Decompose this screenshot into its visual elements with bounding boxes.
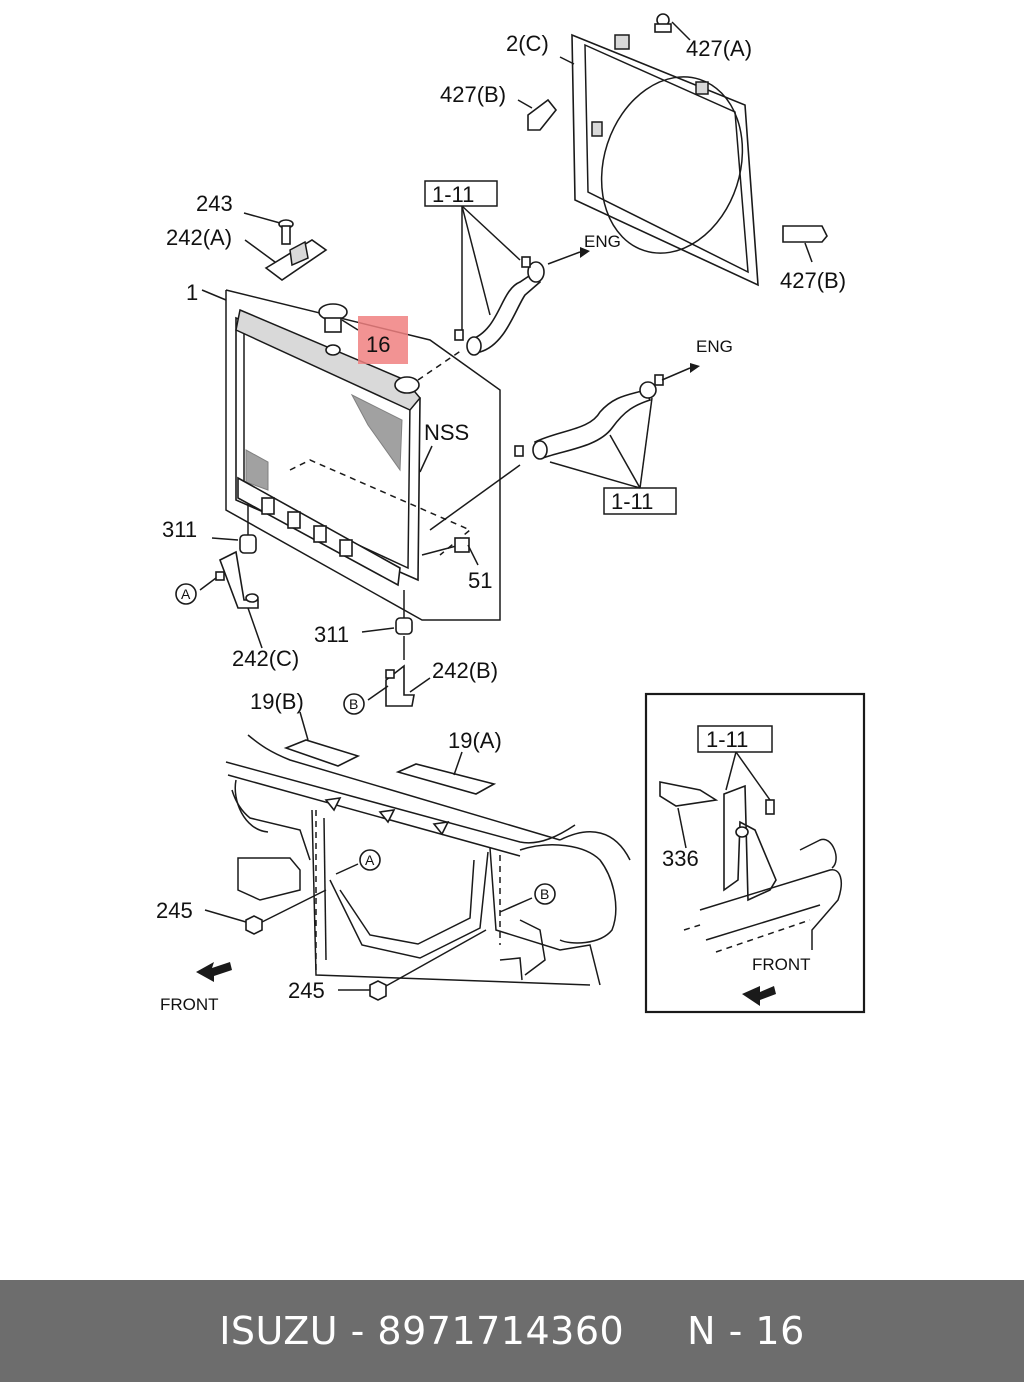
svg-text:B: B bbox=[540, 886, 549, 902]
bracket-242a-icon bbox=[244, 239, 328, 281]
label-427b-top: 427(B) bbox=[440, 82, 506, 107]
part-16-highlight[interactable] bbox=[358, 316, 408, 364]
label-311-lower: 311 bbox=[314, 622, 349, 647]
callout-1-11-mid[interactable]: 1-11 bbox=[611, 489, 653, 514]
label-245-bottom: 245 bbox=[288, 978, 325, 1003]
svg-text:B: B bbox=[349, 696, 358, 712]
bolt-245-left-icon bbox=[204, 889, 327, 935]
bracket-242b-icon bbox=[367, 664, 431, 707]
clip-427b-top-icon bbox=[517, 98, 558, 131]
svg-text:A: A bbox=[181, 586, 191, 602]
footer-gap bbox=[624, 1309, 687, 1353]
label-eng-mid: ENG bbox=[696, 337, 733, 356]
label-336: 336 bbox=[662, 846, 699, 871]
label-427b-right: 427(B) bbox=[780, 268, 846, 293]
label-242b: 242(B) bbox=[432, 658, 498, 683]
mount-311-left-icon bbox=[211, 504, 257, 554]
label-242c: 242(C) bbox=[232, 646, 299, 671]
label-19a: 19(A) bbox=[448, 728, 502, 753]
label-2c: 2(C) bbox=[506, 31, 549, 56]
footer-part-number: 8971714360 bbox=[377, 1309, 625, 1353]
clip-427b-right-icon bbox=[782, 225, 828, 263]
label-427a: 427(A) bbox=[686, 36, 752, 61]
upper-hose bbox=[454, 247, 590, 356]
footer-brand: ISUZU bbox=[219, 1309, 339, 1353]
label-51: 51 bbox=[468, 568, 492, 593]
label-245-left: 245 bbox=[156, 898, 193, 923]
radiator-fins bbox=[245, 393, 403, 491]
callout-1-11-top[interactable]: 1-11 bbox=[432, 182, 474, 207]
circle-b-upper: B bbox=[343, 693, 365, 715]
label-eng-top: ENG bbox=[584, 232, 621, 251]
label-311-left: 311 bbox=[162, 517, 197, 542]
pad-19b bbox=[283, 739, 361, 767]
label-front-left: FRONT bbox=[160, 995, 219, 1014]
label-front-inset: FRONT bbox=[752, 955, 811, 974]
circle-a-upper: A bbox=[175, 583, 197, 605]
front-arrow-left-icon bbox=[196, 962, 232, 982]
bracket-242c-icon bbox=[199, 550, 263, 649]
pad-19a bbox=[395, 763, 497, 795]
front-panel-structure bbox=[225, 734, 631, 986]
lower-hose bbox=[514, 363, 700, 460]
front-arrow-inset-icon bbox=[742, 986, 776, 1006]
circle-b-lower: B bbox=[534, 883, 556, 905]
radiator-assembly bbox=[201, 289, 521, 621]
parts-diagram: 2(C) 427(A) 427(B) 427(B) 243 242(A) 1-1… bbox=[156, 13, 866, 1014]
radiator-cap-icon bbox=[318, 303, 359, 356]
label-16[interactable]: 16 bbox=[366, 332, 390, 357]
label-nss: NSS bbox=[424, 420, 469, 445]
inset-detail bbox=[644, 692, 866, 1014]
clip-427a-icon bbox=[654, 13, 691, 41]
mount-311-lower-icon bbox=[361, 590, 413, 660]
footer-bar: ISUZU - 8971714360 N - 16 bbox=[0, 1280, 1024, 1382]
callout-1-11-inset[interactable]: 1-11 bbox=[706, 727, 748, 752]
footer-separator: - bbox=[338, 1309, 378, 1353]
label-243: 243 bbox=[196, 191, 233, 216]
svg-text:A: A bbox=[365, 852, 375, 868]
label-19b: 19(B) bbox=[250, 689, 304, 714]
bolt-243-icon bbox=[243, 212, 294, 245]
label-242a: 242(A) bbox=[166, 225, 232, 250]
circle-a-lower: A bbox=[359, 849, 381, 871]
label-1: 1 bbox=[186, 280, 198, 305]
bolt-245-bottom-icon bbox=[338, 929, 487, 1001]
footer-page-ref: N - 16 bbox=[687, 1309, 805, 1353]
fan-shroud bbox=[559, 33, 759, 287]
drain-plug-icon bbox=[454, 537, 479, 566]
